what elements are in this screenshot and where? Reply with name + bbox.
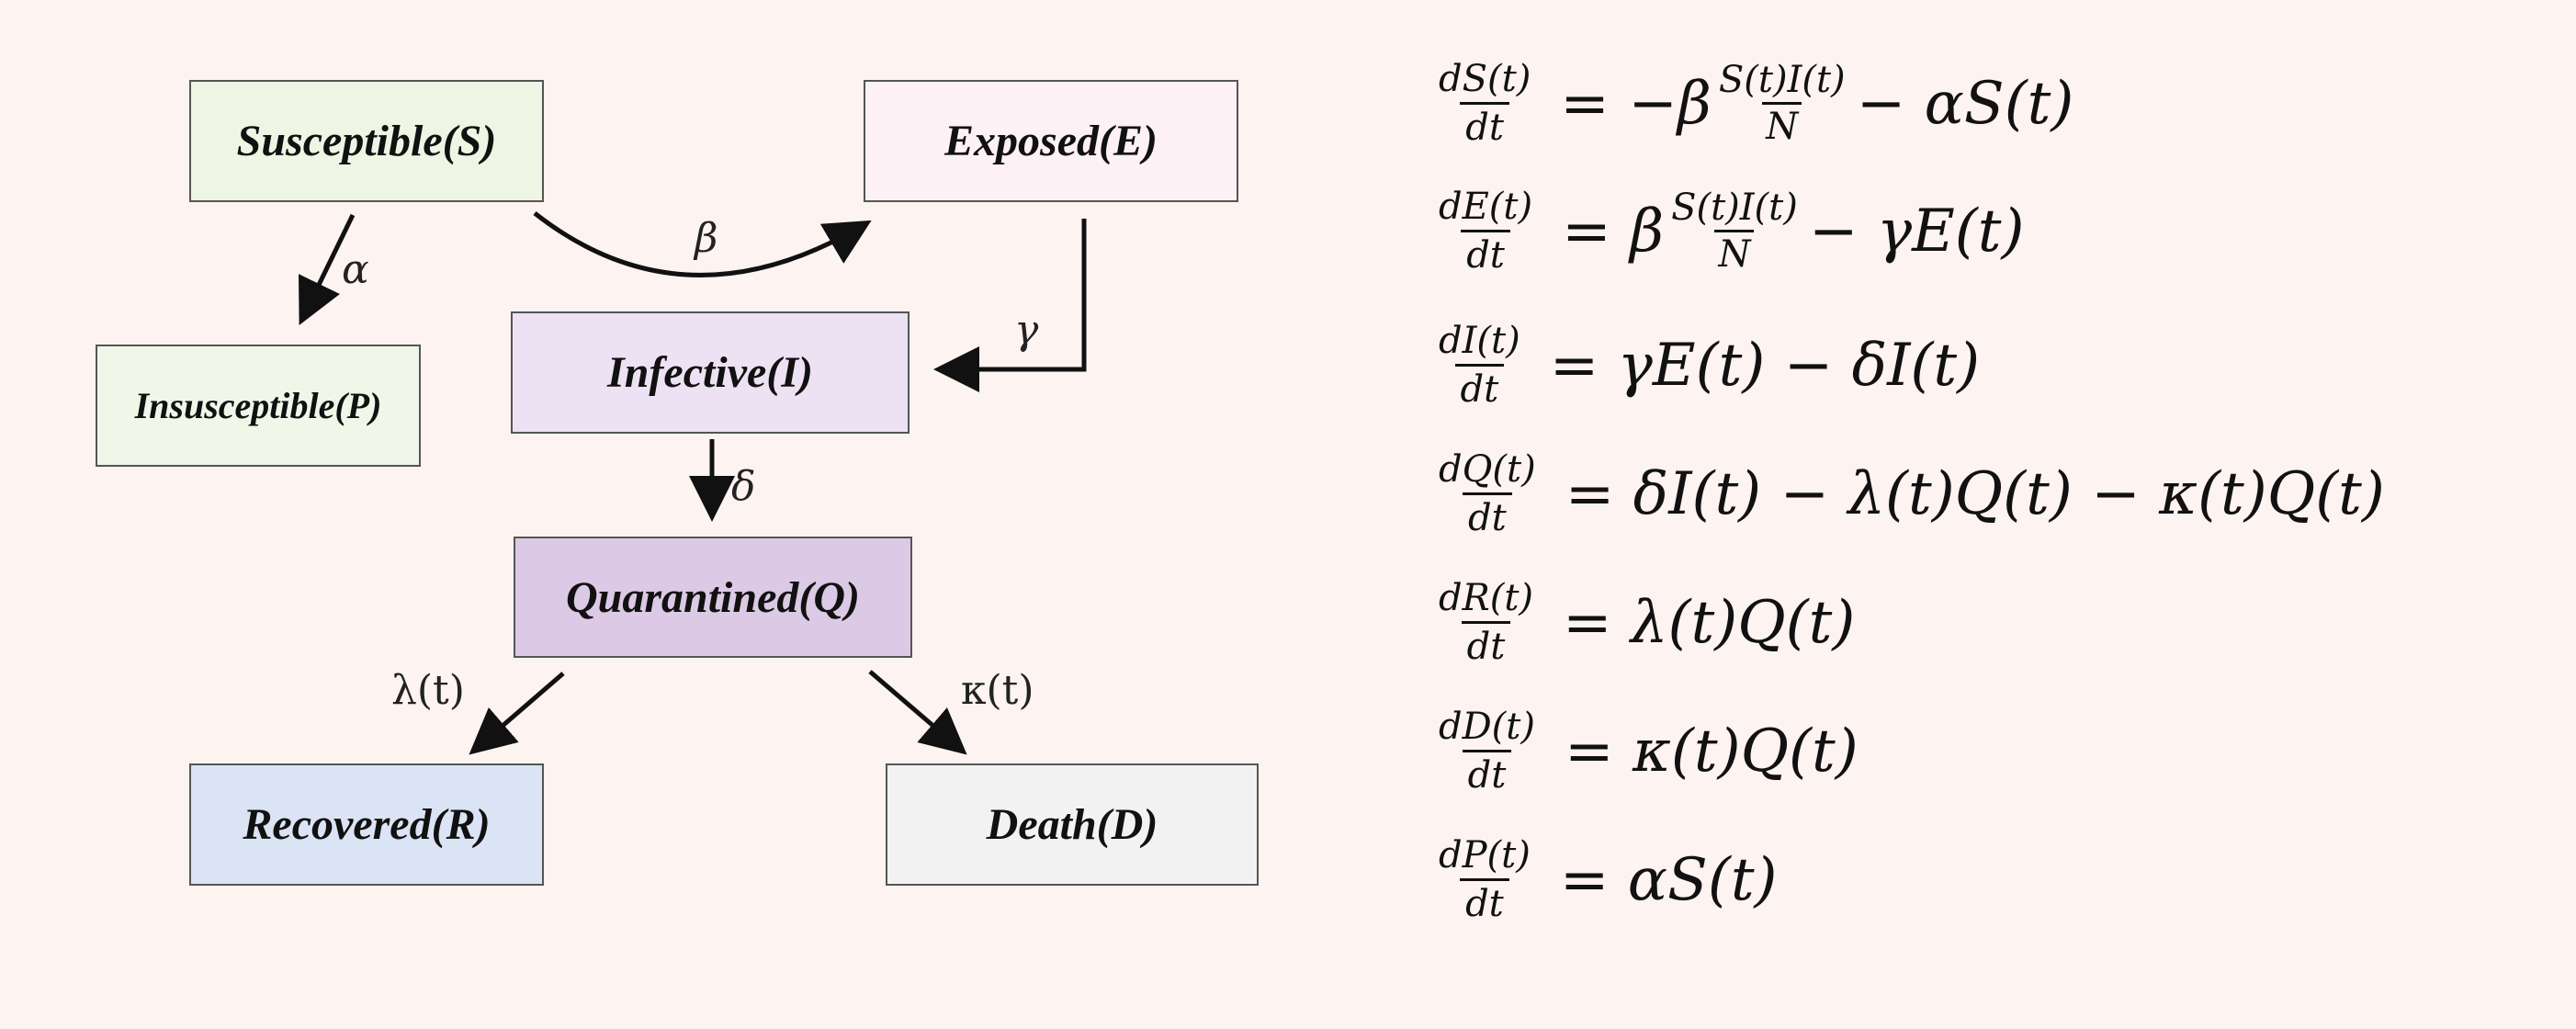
incidence-fraction: S(t)I(t) N bbox=[1667, 188, 1802, 274]
arrow-lambda bbox=[469, 672, 565, 755]
node-exposed: Exposed (E) bbox=[864, 80, 1238, 202]
derivative-numerator: dE(t) bbox=[1439, 186, 1533, 228]
derivative-numerator: dR(t) bbox=[1439, 577, 1534, 619]
equation-rhs: = β S(t)I(t) N − γE(t) bbox=[1562, 188, 2024, 274]
node-recovered: Recovered (R) bbox=[189, 763, 544, 886]
derivative-fraction: dQ(t) dt bbox=[1433, 450, 1542, 537]
node-recovered-symbol: (R) bbox=[431, 800, 491, 849]
equation-dI: dI(t) dt = γE(t) − δI(t) bbox=[1433, 322, 1980, 409]
node-quarantined-label: Quarantined bbox=[565, 572, 799, 622]
equation-dE: dE(t) dt = β S(t)I(t) N − γE(t) bbox=[1433, 187, 2024, 275]
node-susceptible-label: Susceptible bbox=[236, 117, 443, 165]
rhs-prefix: = β bbox=[1562, 197, 1665, 266]
arrow-beta bbox=[533, 211, 872, 277]
incidence-numerator: S(t)I(t) bbox=[1718, 59, 1846, 101]
node-exposed-symbol: (E) bbox=[1099, 117, 1158, 165]
derivative-fraction: dR(t) dt bbox=[1433, 579, 1539, 666]
arrow-alpha bbox=[299, 213, 356, 325]
incidence-numerator: S(t)I(t) bbox=[1671, 187, 1798, 229]
derivative-numerator: dS(t) bbox=[1439, 58, 1531, 100]
node-susceptible: Susceptible (S) bbox=[189, 80, 544, 202]
derivative-numerator: dD(t) bbox=[1439, 706, 1535, 748]
derivative-denominator: dt bbox=[1461, 621, 1511, 666]
derivative-denominator: dt bbox=[1463, 492, 1512, 537]
node-recovered-label: Recovered bbox=[243, 800, 432, 849]
equation-rhs: = γE(t) − δI(t) bbox=[1549, 331, 1981, 400]
derivative-fraction: dP(t) dt bbox=[1433, 836, 1536, 923]
node-insusceptible-label: Insusceptible bbox=[134, 385, 335, 426]
rhs-suffix: − γE(t) bbox=[1808, 197, 2025, 266]
equation-dQ: dQ(t) dt = δI(t) − λ(t)Q(t) − κ(t)Q(t) bbox=[1433, 450, 2385, 537]
equation-rhs: = λ(t)Q(t) bbox=[1563, 588, 1856, 657]
edge-label-lambda: λ(t) bbox=[391, 667, 465, 714]
edge-label-alpha: α bbox=[342, 246, 369, 293]
node-death-label: Death bbox=[986, 800, 1097, 849]
node-insusceptible-symbol: (P) bbox=[334, 385, 382, 426]
equation-dP: dP(t) dt = αS(t) bbox=[1433, 836, 1778, 923]
derivative-numerator: dI(t) bbox=[1439, 320, 1520, 362]
equation-rhs: = −β S(t)I(t) N − αS(t) bbox=[1560, 61, 2073, 146]
equation-dS: dS(t) dt = −β S(t)I(t) N − αS(t) bbox=[1433, 60, 2073, 147]
derivative-fraction: dS(t) dt bbox=[1433, 60, 1536, 147]
arrow-gamma bbox=[933, 219, 1087, 392]
node-death: Death (D) bbox=[886, 763, 1259, 886]
equation-rhs: = δI(t) − λ(t)Q(t) − κ(t)Q(t) bbox=[1565, 459, 2385, 528]
equation-rhs: = αS(t) bbox=[1559, 845, 1778, 914]
rhs-suffix: − αS(t) bbox=[1856, 69, 2074, 138]
node-quarantined: Quarantined (Q) bbox=[514, 537, 912, 658]
derivative-denominator: dt bbox=[1460, 878, 1509, 923]
derivative-numerator: dP(t) bbox=[1439, 834, 1531, 876]
derivative-fraction: dD(t) dt bbox=[1433, 707, 1541, 795]
edge-label-delta: δ bbox=[731, 463, 756, 510]
equation-dD: dD(t) dt = κ(t)Q(t) bbox=[1433, 707, 1859, 795]
node-infective-symbol: (I) bbox=[766, 348, 813, 397]
derivative-fraction: dE(t) dt bbox=[1433, 187, 1538, 275]
derivative-denominator: dt bbox=[1454, 364, 1505, 409]
derivative-denominator: dt bbox=[1460, 102, 1509, 147]
edge-label-kappa: κ(t) bbox=[961, 667, 1034, 714]
node-infective-label: Infective bbox=[607, 348, 767, 397]
equation-dR: dR(t) dt = λ(t)Q(t) bbox=[1433, 579, 1855, 666]
node-infective: Infective (I) bbox=[511, 311, 910, 434]
node-quarantined-symbol: (Q) bbox=[798, 572, 861, 622]
edge-label-beta: β bbox=[695, 215, 718, 262]
derivative-denominator: dt bbox=[1462, 750, 1512, 795]
equation-rhs: = κ(t)Q(t) bbox=[1564, 717, 1859, 786]
incidence-denominator: N bbox=[1762, 102, 1802, 146]
rhs-prefix: = −β bbox=[1560, 69, 1712, 138]
derivative-numerator: dQ(t) bbox=[1439, 448, 1536, 491]
node-exposed-label: Exposed bbox=[944, 117, 1099, 165]
node-death-symbol: (D) bbox=[1096, 800, 1158, 849]
arrow-kappa bbox=[868, 670, 967, 755]
edge-label-gamma: γ bbox=[1014, 307, 1039, 354]
node-insusceptible: Insusceptible (P) bbox=[96, 345, 421, 467]
incidence-fraction: S(t)I(t) N bbox=[1715, 61, 1849, 146]
incidence-denominator: N bbox=[1714, 230, 1755, 274]
derivative-fraction: dI(t) dt bbox=[1433, 322, 1526, 409]
derivative-denominator: dt bbox=[1461, 230, 1510, 275]
node-susceptible-symbol: (S) bbox=[442, 117, 497, 165]
